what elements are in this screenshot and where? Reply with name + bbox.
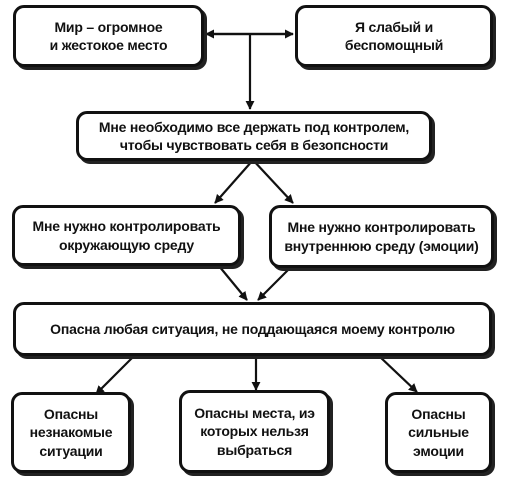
edge-outer-to-danger — [218, 265, 248, 301]
node-danger: Опасна любая ситуация, не поддающаяся мо… — [13, 302, 492, 356]
node-places-line-2: которых нельзя — [200, 423, 309, 440]
node-inner-line-1: Мне нужно контролировать — [287, 219, 476, 236]
node-unknown-line-3: ситуации — [39, 442, 103, 459]
node-control: Мне необходимо все держать под контролем… — [76, 111, 432, 161]
node-world-line-1: Мир – огромное — [54, 18, 163, 35]
node-outer-line-2: окружающую среду — [59, 236, 194, 253]
node-emotions: Опасны сильные эмоции — [385, 392, 492, 473]
node-places: Опасны места, иэ которых нельзя выбратьс… — [179, 390, 330, 473]
node-world: Мир – огромное и жестокое место — [13, 5, 204, 67]
node-weak-line-2: беспомощный — [344, 37, 444, 53]
node-unknown-line-1: Опасны — [43, 406, 99, 423]
node-weak-line-1: Я слабый и — [354, 18, 434, 35]
node-danger-line-1: Опасна любая ситуация, не поддающаяся мо… — [50, 320, 455, 337]
node-weak: Я слабый и беспомощный — [295, 5, 493, 67]
node-unknown-line-2: незнакомые — [29, 424, 113, 441]
node-emotions-line-1: Опасны — [411, 406, 466, 423]
edge-control-to-outer — [214, 159, 254, 204]
edge-danger-to-emotions — [378, 355, 418, 393]
node-world-line-2: и жестокое место — [49, 37, 168, 53]
node-places-line-1: Опасны места, иэ — [194, 405, 315, 422]
node-control-line-2: чтобы чувствовать себя в безопсности — [119, 137, 389, 153]
node-emotions-line-2: сильные — [408, 424, 469, 441]
node-inner: Мне нужно контролировать внутреннюю сред… — [269, 205, 494, 268]
node-unknown: Опасны незнакомые ситуации — [11, 392, 131, 473]
node-inner-line-2: внутреннюю среду (эмоции) — [284, 237, 479, 254]
node-outer: Мне нужно контролировать окружающую сред… — [12, 205, 241, 266]
node-places-line-3: выбраться — [216, 441, 293, 458]
edge-inner-to-danger — [257, 267, 291, 301]
node-outer-line-1: Мне нужно контролировать — [32, 218, 221, 235]
edge-danger-to-unknown — [95, 355, 135, 395]
node-control-line-1: Мне необходимо все держать под контролем… — [98, 118, 410, 135]
node-emotions-line-3: эмоции — [413, 442, 464, 459]
edge-control-to-inner — [252, 159, 294, 204]
